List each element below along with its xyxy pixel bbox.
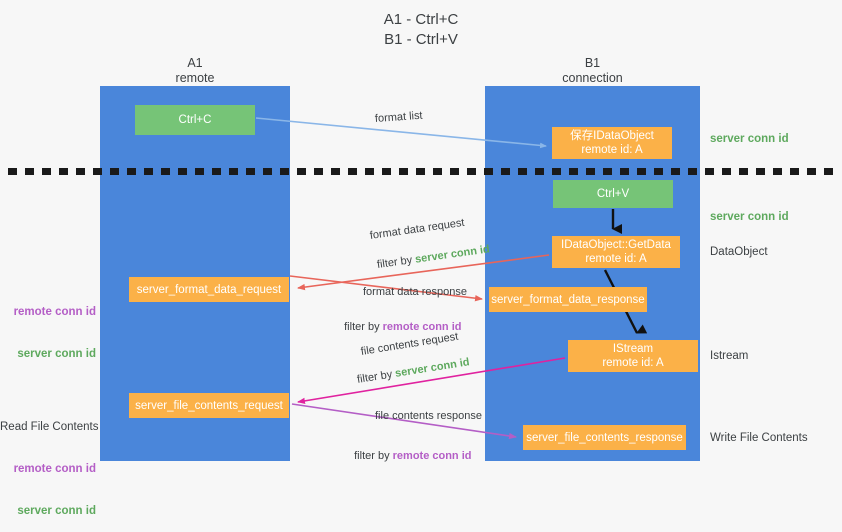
- node-save-idataobject[interactable]: 保存IDataObject remote id: A: [552, 127, 672, 159]
- note-dataobject: DataObject: [710, 246, 768, 258]
- note-istream: Istream: [710, 350, 749, 362]
- filter-by-text: filter by: [354, 450, 393, 462]
- node-istream-title: IStream: [612, 343, 654, 355]
- note-server-conn-id-lower: server conn id: [17, 505, 96, 517]
- node-save-idataobject-subtitle: remote id: A: [581, 144, 643, 156]
- arrow-file-contents-response: [291, 403, 517, 440]
- node-idataobject-getdata[interactable]: IDataObject::GetData remote id: A: [552, 236, 680, 268]
- node-ctrl-c-label: Ctrl+C: [178, 114, 212, 126]
- label-file-contents-response: file contents response: [375, 410, 483, 422]
- node-server-file-contents-request-label: server_file_contents_request: [135, 399, 283, 412]
- page-title: A1 - Ctrl+C B1 - Ctrl+V: [383, 11, 459, 48]
- node-server-file-contents-response-label: server_file_contents_response: [526, 431, 683, 444]
- node-istream[interactable]: IStream remote id: A: [568, 340, 698, 372]
- note-remote-conn-id-lower: remote conn id: [13, 463, 96, 475]
- filter-by-text: filter by: [344, 321, 383, 333]
- note-left-conn-ids-upper: remote conn id server conn id: [0, 277, 96, 375]
- node-idataobject-getdata-title: IDataObject::GetData: [561, 239, 671, 251]
- arrow-format-data-response: [289, 275, 483, 302]
- filter-remote-conn-id: remote conn id: [382, 321, 462, 333]
- note-remote-conn-id-upper: remote conn id: [13, 306, 96, 318]
- note-read-file-contents: Read File Contents: [0, 421, 99, 433]
- divider-line: [8, 168, 834, 175]
- filter-remote-conn-id: remote conn id: [392, 450, 472, 462]
- note-server-conn-id-upper: server conn id: [17, 348, 96, 360]
- column-header-b1: B1 connection: [562, 56, 623, 85]
- label-file-contents-response-filter: filter by remote conn id: [348, 434, 471, 464]
- note-server-conn-id-top: server conn id: [710, 133, 789, 145]
- node-server-format-data-request[interactable]: server_format_data_request: [129, 277, 289, 302]
- node-ctrl-c[interactable]: Ctrl+C: [135, 105, 255, 135]
- node-server-format-data-request-label: server_format_data_request: [136, 283, 282, 296]
- node-server-format-data-response[interactable]: server_format_data_response: [489, 287, 647, 312]
- node-idataobject-getdata-subtitle: remote id: A: [585, 253, 647, 265]
- note-server-conn-id-middle: server conn id: [710, 211, 789, 223]
- label-format-data-response-filter: filter by remote conn id: [338, 305, 461, 335]
- node-ctrl-v[interactable]: Ctrl+V: [553, 180, 673, 208]
- node-server-format-data-response-label: server_format_data_response: [491, 293, 645, 306]
- node-ctrl-v-label: Ctrl+V: [596, 188, 630, 200]
- note-write-file-contents: Write File Contents: [710, 432, 808, 444]
- node-save-idataobject-title: 保存IDataObject: [570, 130, 654, 142]
- arrow-format-list: [255, 117, 547, 149]
- label-format-data-response: format data response: [363, 286, 467, 298]
- arrow-file-contents-request: [297, 357, 566, 405]
- column-header-a1: A1 remote: [175, 56, 215, 85]
- note-left-read-file-contents: Read File Contents remote conn id server…: [0, 392, 99, 532]
- filter-by-text: filter by: [376, 253, 417, 272]
- node-server-file-contents-response[interactable]: server_file_contents_response: [523, 425, 686, 450]
- node-server-file-contents-request[interactable]: server_file_contents_request: [129, 393, 289, 418]
- node-istream-subtitle: remote id: A: [602, 357, 664, 369]
